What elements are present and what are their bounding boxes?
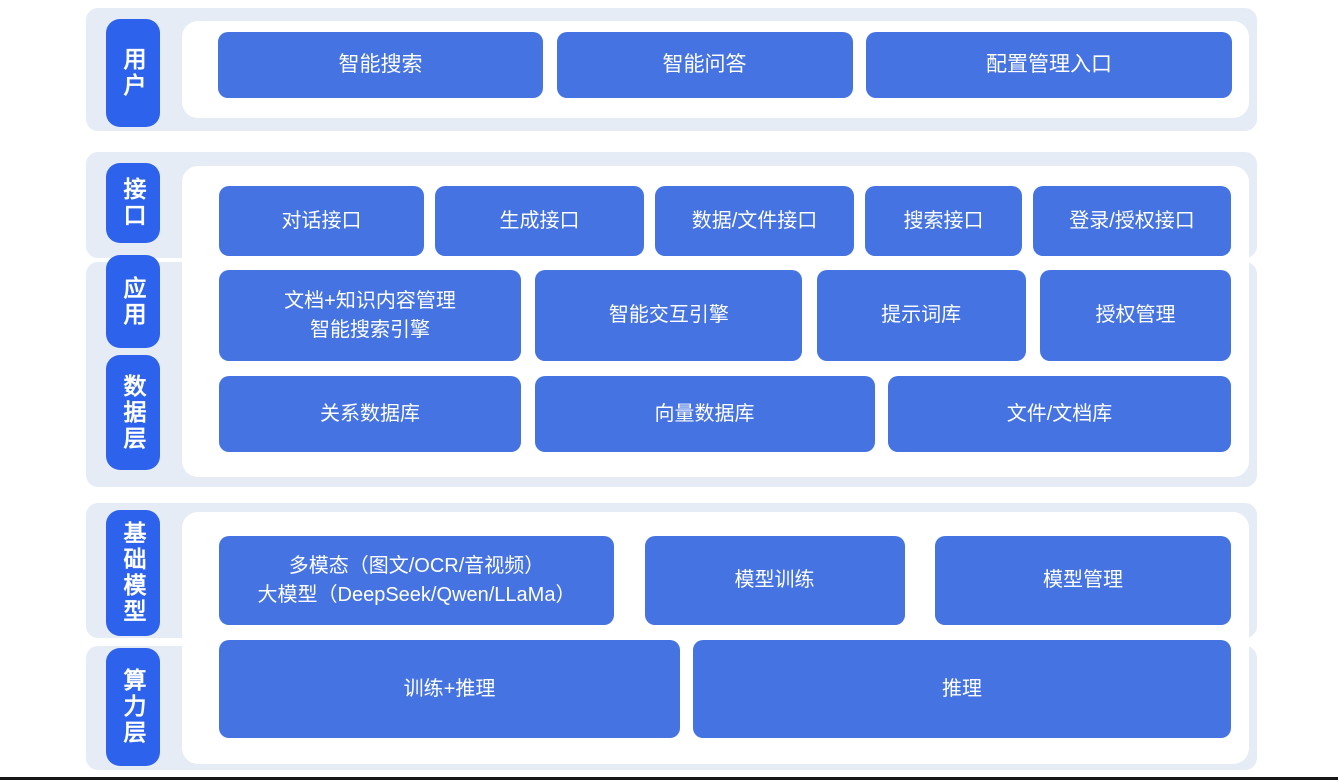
box-config-management-entry: 配置管理入口 xyxy=(866,32,1232,98)
row-data: 关系数据库 向量数据库 文件/文档库 xyxy=(219,376,1231,452)
box-doc-knowledge-search-engine: 文档+知识内容管理 智能搜索引擎 xyxy=(219,270,521,361)
panel-model-compute: 多模态（图文/OCR/音视频） 大模型（DeepSeek/Qwen/LLaMa）… xyxy=(182,512,1249,764)
row-interface: 对话接口 生成接口 数据/文件接口 搜索接口 登录/授权接口 xyxy=(219,186,1231,256)
box-authorization-management: 授权管理 xyxy=(1039,270,1231,361)
box-line: 文档+知识内容管理 xyxy=(284,289,456,312)
box-inference: 推理 xyxy=(693,640,1231,738)
panel-user: 智能搜索 智能问答 配置管理入口 xyxy=(182,21,1249,118)
row-compute: 训练+推理 推理 xyxy=(219,640,1231,738)
box-line: 智能搜索引擎 xyxy=(310,318,430,341)
box-file-document-store: 文件/文档库 xyxy=(888,376,1231,452)
bottom-divider xyxy=(0,777,1338,780)
layer-label-compute: 算力层 xyxy=(106,648,160,766)
row-foundation-model: 多模态（图文/OCR/音视频） 大模型（DeepSeek/Qwen/LLaMa）… xyxy=(219,536,1231,625)
panel-interface-app-data: 对话接口 生成接口 数据/文件接口 搜索接口 登录/授权接口 文档+知识内容管理… xyxy=(182,166,1249,477)
layer-label-user: 用户 xyxy=(106,19,160,127)
box-search-interface: 搜索接口 xyxy=(865,186,1022,256)
box-vector-database: 向量数据库 xyxy=(534,376,875,452)
box-model-management: 模型管理 xyxy=(935,536,1231,625)
box-model-training: 模型训练 xyxy=(644,536,905,625)
box-intelligent-qa: 智能问答 xyxy=(556,32,853,98)
box-intelligent-search: 智能搜索 xyxy=(218,32,543,98)
layer-label-data: 数据层 xyxy=(106,355,160,470)
layer-label-interface: 接口 xyxy=(106,163,160,243)
box-line: 大模型（DeepSeek/Qwen/LLaMa） xyxy=(257,583,576,606)
box-training-inference: 训练+推理 xyxy=(219,640,680,738)
row-user: 智能搜索 智能问答 配置管理入口 xyxy=(218,32,1232,98)
box-dialog-interface: 对话接口 xyxy=(219,186,424,256)
box-line: 多模态（图文/OCR/音视频） xyxy=(288,554,545,577)
box-prompt-library: 提示词库 xyxy=(816,270,1026,361)
box-generation-interface: 生成接口 xyxy=(435,186,644,256)
row-application: 文档+知识内容管理 智能搜索引擎 智能交互引擎 提示词库 授权管理 xyxy=(219,270,1231,361)
layer-label-foundation-model: 基础模型 xyxy=(106,510,160,636)
layer-label-application: 应用 xyxy=(106,255,160,348)
box-relational-database: 关系数据库 xyxy=(219,376,521,452)
box-data-file-interface: 数据/文件接口 xyxy=(655,186,854,256)
box-intelligent-interaction-engine: 智能交互引擎 xyxy=(535,270,803,361)
box-multimodal-large-model: 多模态（图文/OCR/音视频） 大模型（DeepSeek/Qwen/LLaMa） xyxy=(219,536,614,625)
box-login-auth-interface: 登录/授权接口 xyxy=(1033,186,1231,256)
